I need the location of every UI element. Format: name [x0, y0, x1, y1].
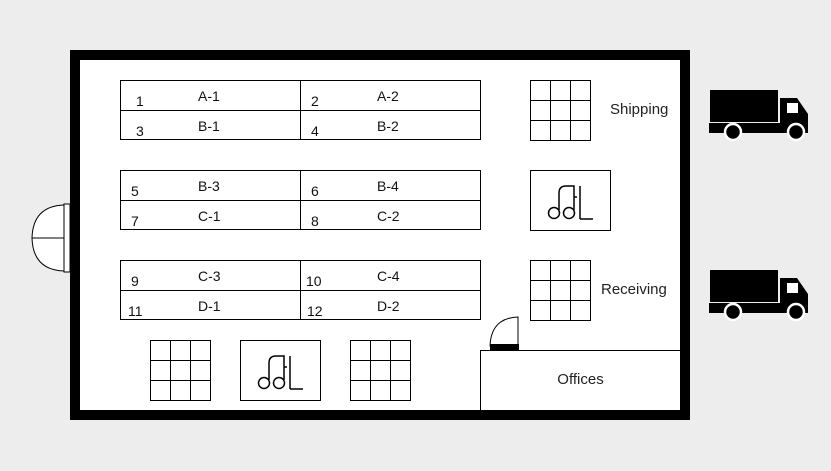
rack-cell-code: D-2 [377, 298, 400, 314]
rack-row-3: 9 C-3 10 C-4 11 D-1 12 D-2 [120, 260, 481, 320]
rack-cell-number: 9 [131, 273, 139, 289]
door-swing-icon [31, 203, 71, 273]
offices-label: Offices [557, 371, 604, 388]
truck-icon [709, 270, 808, 322]
rack-cell-number: 8 [311, 213, 319, 229]
pallet-grid-icon [150, 340, 211, 401]
rack-cell-code: A-1 [198, 88, 220, 104]
rack-cell-code: B-2 [377, 118, 399, 134]
forklift-icon [547, 185, 593, 220]
receiving-label: Receiving [601, 281, 667, 298]
rack-cell-code: C-2 [377, 208, 400, 224]
rack-cell-number: 6 [311, 183, 319, 199]
rack-cell-code: C-4 [377, 268, 400, 284]
rack-cell-code: A-2 [377, 88, 399, 104]
forklift-icon [257, 355, 303, 390]
forklift-area [240, 340, 321, 401]
shipping-label: Shipping [610, 101, 669, 118]
rack-cell-code: B-4 [377, 178, 399, 194]
rack-cell-number: 3 [136, 123, 144, 139]
rack-row-2: 5 B-3 6 B-4 7 C-1 8 C-2 [120, 170, 481, 230]
rack-cell-number: 2 [311, 93, 319, 109]
pallet-grid-icon [530, 260, 591, 321]
rack-cell-code: C-1 [198, 208, 221, 224]
rack-cell-number: 11 [128, 303, 143, 319]
rack-row-1: 1 A-1 2 A-2 3 B-1 4 B-2 [120, 80, 481, 140]
rack-cell-number: 10 [306, 273, 322, 289]
rack-cell-number: 4 [311, 123, 319, 139]
pallet-grid-icon [530, 80, 591, 141]
truck-icon [709, 90, 808, 142]
rack-cell-code: B-3 [198, 178, 220, 194]
rack-cell-number: 1 [136, 93, 144, 109]
rack-cell-number: 7 [131, 213, 139, 229]
rack-cell-code: B-1 [198, 118, 220, 134]
door-swing-icon [489, 316, 519, 350]
rack-cell-number: 5 [131, 183, 139, 199]
rack-cell-number: 12 [307, 303, 323, 319]
offices-area: Offices [480, 350, 681, 411]
pallet-grid-icon [350, 340, 411, 401]
forklift-area [530, 170, 611, 231]
rack-cell-code: C-3 [198, 268, 221, 284]
rack-cell-code: D-1 [198, 298, 221, 314]
